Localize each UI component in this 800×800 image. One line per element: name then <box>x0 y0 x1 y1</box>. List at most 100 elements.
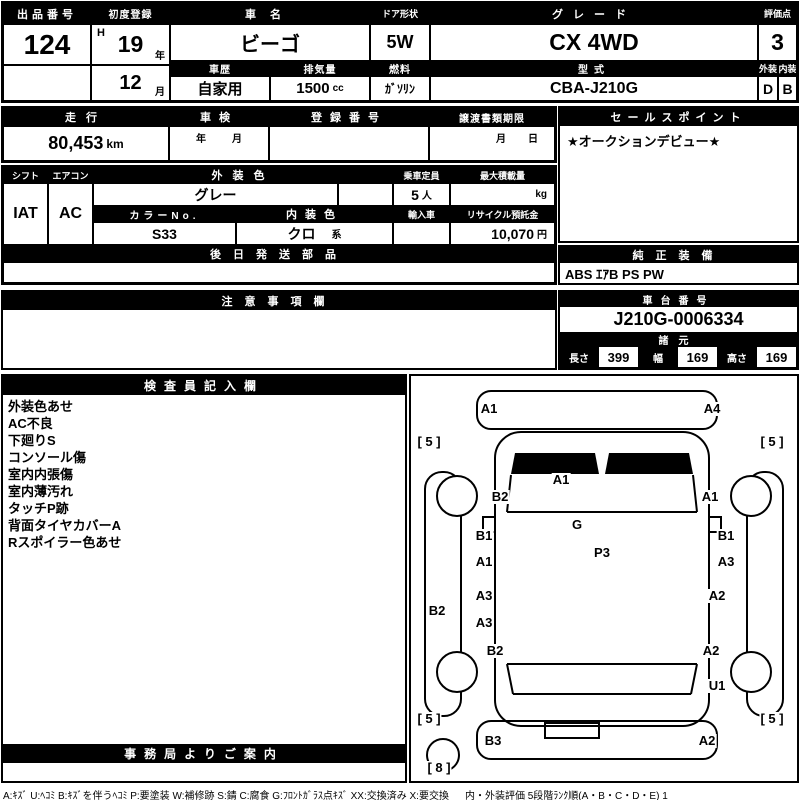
inspector-note: コンソール傷 <box>8 450 87 465</box>
car-history-header: 車歴 <box>170 61 270 76</box>
registration-number-header: 登録番号 <box>269 108 429 126</box>
front-left-wheel <box>436 475 478 517</box>
first-registration-year-cell: H 19 年 <box>91 24 170 65</box>
capacity-value: 5 <box>411 186 419 203</box>
spec-block: シフト IAT エアコン AC 外装色 グレー 乗車定員 5 人 最大積載量 k… <box>1 165 557 285</box>
door-shape-value: 5W <box>370 24 430 61</box>
grade-header: グレード <box>430 3 758 24</box>
capacity-unit: 人 <box>421 191 432 202</box>
rear-left-wheel <box>436 651 478 693</box>
rear-window-lines <box>506 663 698 695</box>
car-outline-drawing <box>424 390 784 772</box>
damage-marker: [ 5 ] <box>416 711 442 726</box>
color-no-value: S33 <box>93 222 236 245</box>
grade-value: CX 4WD <box>430 24 758 61</box>
length-value: 399 <box>598 346 639 368</box>
model-code-header: 型式 <box>430 61 758 76</box>
exterior-score-value: D <box>758 76 778 101</box>
fuel-value: ｶﾞｿﾘﾝ <box>370 76 430 101</box>
right-mirror-shape <box>708 516 722 533</box>
damage-marker: A1 <box>479 401 499 416</box>
legend-rank: 内・外装評価 5段階ﾗﾝｸ順(A・B・C・D・E) 1 <box>464 791 668 800</box>
mileage-value: 80,453 <box>48 133 104 153</box>
equipment-header: 純正装備 <box>560 247 797 263</box>
caution-header: 注意事項欄 <box>3 292 555 310</box>
damage-marker: A1 <box>551 472 571 487</box>
width-value: 169 <box>677 346 718 368</box>
interior-color-value: クロ <box>287 225 316 242</box>
inspector-note: AC不良 <box>8 416 53 431</box>
chassis-panel: 車台番号 J210G-0006334 諸元 長さ 399 幅 169 高さ 16… <box>558 290 799 370</box>
damage-marker: [ 8 ] <box>426 760 452 775</box>
inspector-note: 外装色あせ <box>8 399 74 414</box>
displacement-header: 排気量 <box>270 61 370 76</box>
dimensions-header: 諸元 <box>560 332 797 346</box>
damage-marker: P3 <box>593 545 611 560</box>
damage-marker: [ 5 ] <box>759 711 785 726</box>
model-code-value: CBA-J210G <box>430 76 758 101</box>
score-value: 3 <box>758 24 797 61</box>
max-load-header: 最大積載量 <box>450 167 555 183</box>
license-plate-shape <box>544 722 600 739</box>
damage-marker: A2 <box>697 733 717 748</box>
registration-month: 12 <box>119 71 142 94</box>
month-unit: 月 <box>155 87 165 98</box>
damage-marker: A3 <box>474 588 494 603</box>
damage-marker: B1 <box>716 528 736 543</box>
car-name-value: ビーゴ <box>170 24 370 61</box>
damage-marker: A3 <box>716 554 736 569</box>
damage-marker: U1 <box>707 678 727 693</box>
transfer-month-unit: 月 <box>496 134 506 145</box>
damage-marker: B2 <box>427 603 447 618</box>
door-shape-header: ドア形状 <box>370 3 430 24</box>
lot-number-value: 124 <box>3 24 91 65</box>
max-load-unit: kg <box>535 189 547 200</box>
inspector-note: 背面タイヤカバーA <box>8 518 121 533</box>
legend-codes: A:ｷｽﾞ U:ﾍｺﾐ B:ｷｽﾞを伴うﾍｺﾐ P:要塗装 W:補修跡 S:錆 … <box>3 791 449 800</box>
displacement-value-cell: 1500 cc <box>270 76 370 101</box>
max-load-cell: kg <box>450 183 555 206</box>
registration-number-cell <box>269 126 429 161</box>
aircon-value: AC <box>48 183 93 245</box>
registration-year: 19 <box>117 31 144 57</box>
interior-score-header: 内装 <box>778 61 797 76</box>
office-info-header: 事務局よりご案内 <box>3 744 405 763</box>
length-label: 長さ <box>560 346 598 368</box>
import-cell <box>393 222 450 245</box>
hood-glass-right-shape <box>605 453 693 474</box>
inspection-header: 車検 <box>169 108 269 126</box>
chassis-number: J210G-0006334 <box>560 307 797 332</box>
transfer-deadline-cell: 月 日 <box>429 126 555 161</box>
hood-glass-left-shape <box>511 453 599 474</box>
transfer-deadline-header: 譲渡書類期限 <box>429 108 555 126</box>
damage-marker: A2 <box>701 643 721 658</box>
damage-marker: B1 <box>474 528 494 543</box>
inspection-month-unit: 月 <box>232 134 242 145</box>
car-body-shape <box>494 431 710 727</box>
exterior-score-header: 外装 <box>758 61 778 76</box>
inspector-note: Rスポイラー色あせ <box>8 535 122 550</box>
recycle-header: リサイクル預託金 <box>450 206 555 222</box>
capacity-value-cell: 5 人 <box>393 183 450 206</box>
first-registration-month-cell: 12 月 <box>91 65 170 101</box>
displacement-value: 1500 <box>296 80 330 97</box>
car-name-header: 車名 <box>170 3 370 24</box>
transfer-day-unit: 日 <box>528 134 538 145</box>
damage-marker: B2 <box>490 489 510 504</box>
capacity-header: 乗車定員 <box>393 167 450 183</box>
car-history-value: 自家用 <box>170 76 270 101</box>
inspector-note: 室内内張傷 <box>8 467 74 482</box>
inspector-header: 検査員記入欄 <box>3 376 405 395</box>
recycle-unit: 円 <box>537 230 547 241</box>
equipment-panel: 純正装備 ABS ｴｱB PS PW <box>558 245 799 285</box>
damage-marker: A1 <box>700 489 720 504</box>
left-side-panel-shape <box>424 471 462 717</box>
height-label: 高さ <box>718 346 756 368</box>
height-value: 169 <box>756 346 797 368</box>
score-header: 評価点 <box>758 3 797 24</box>
first-registration-header: 初度登録 <box>91 3 170 24</box>
